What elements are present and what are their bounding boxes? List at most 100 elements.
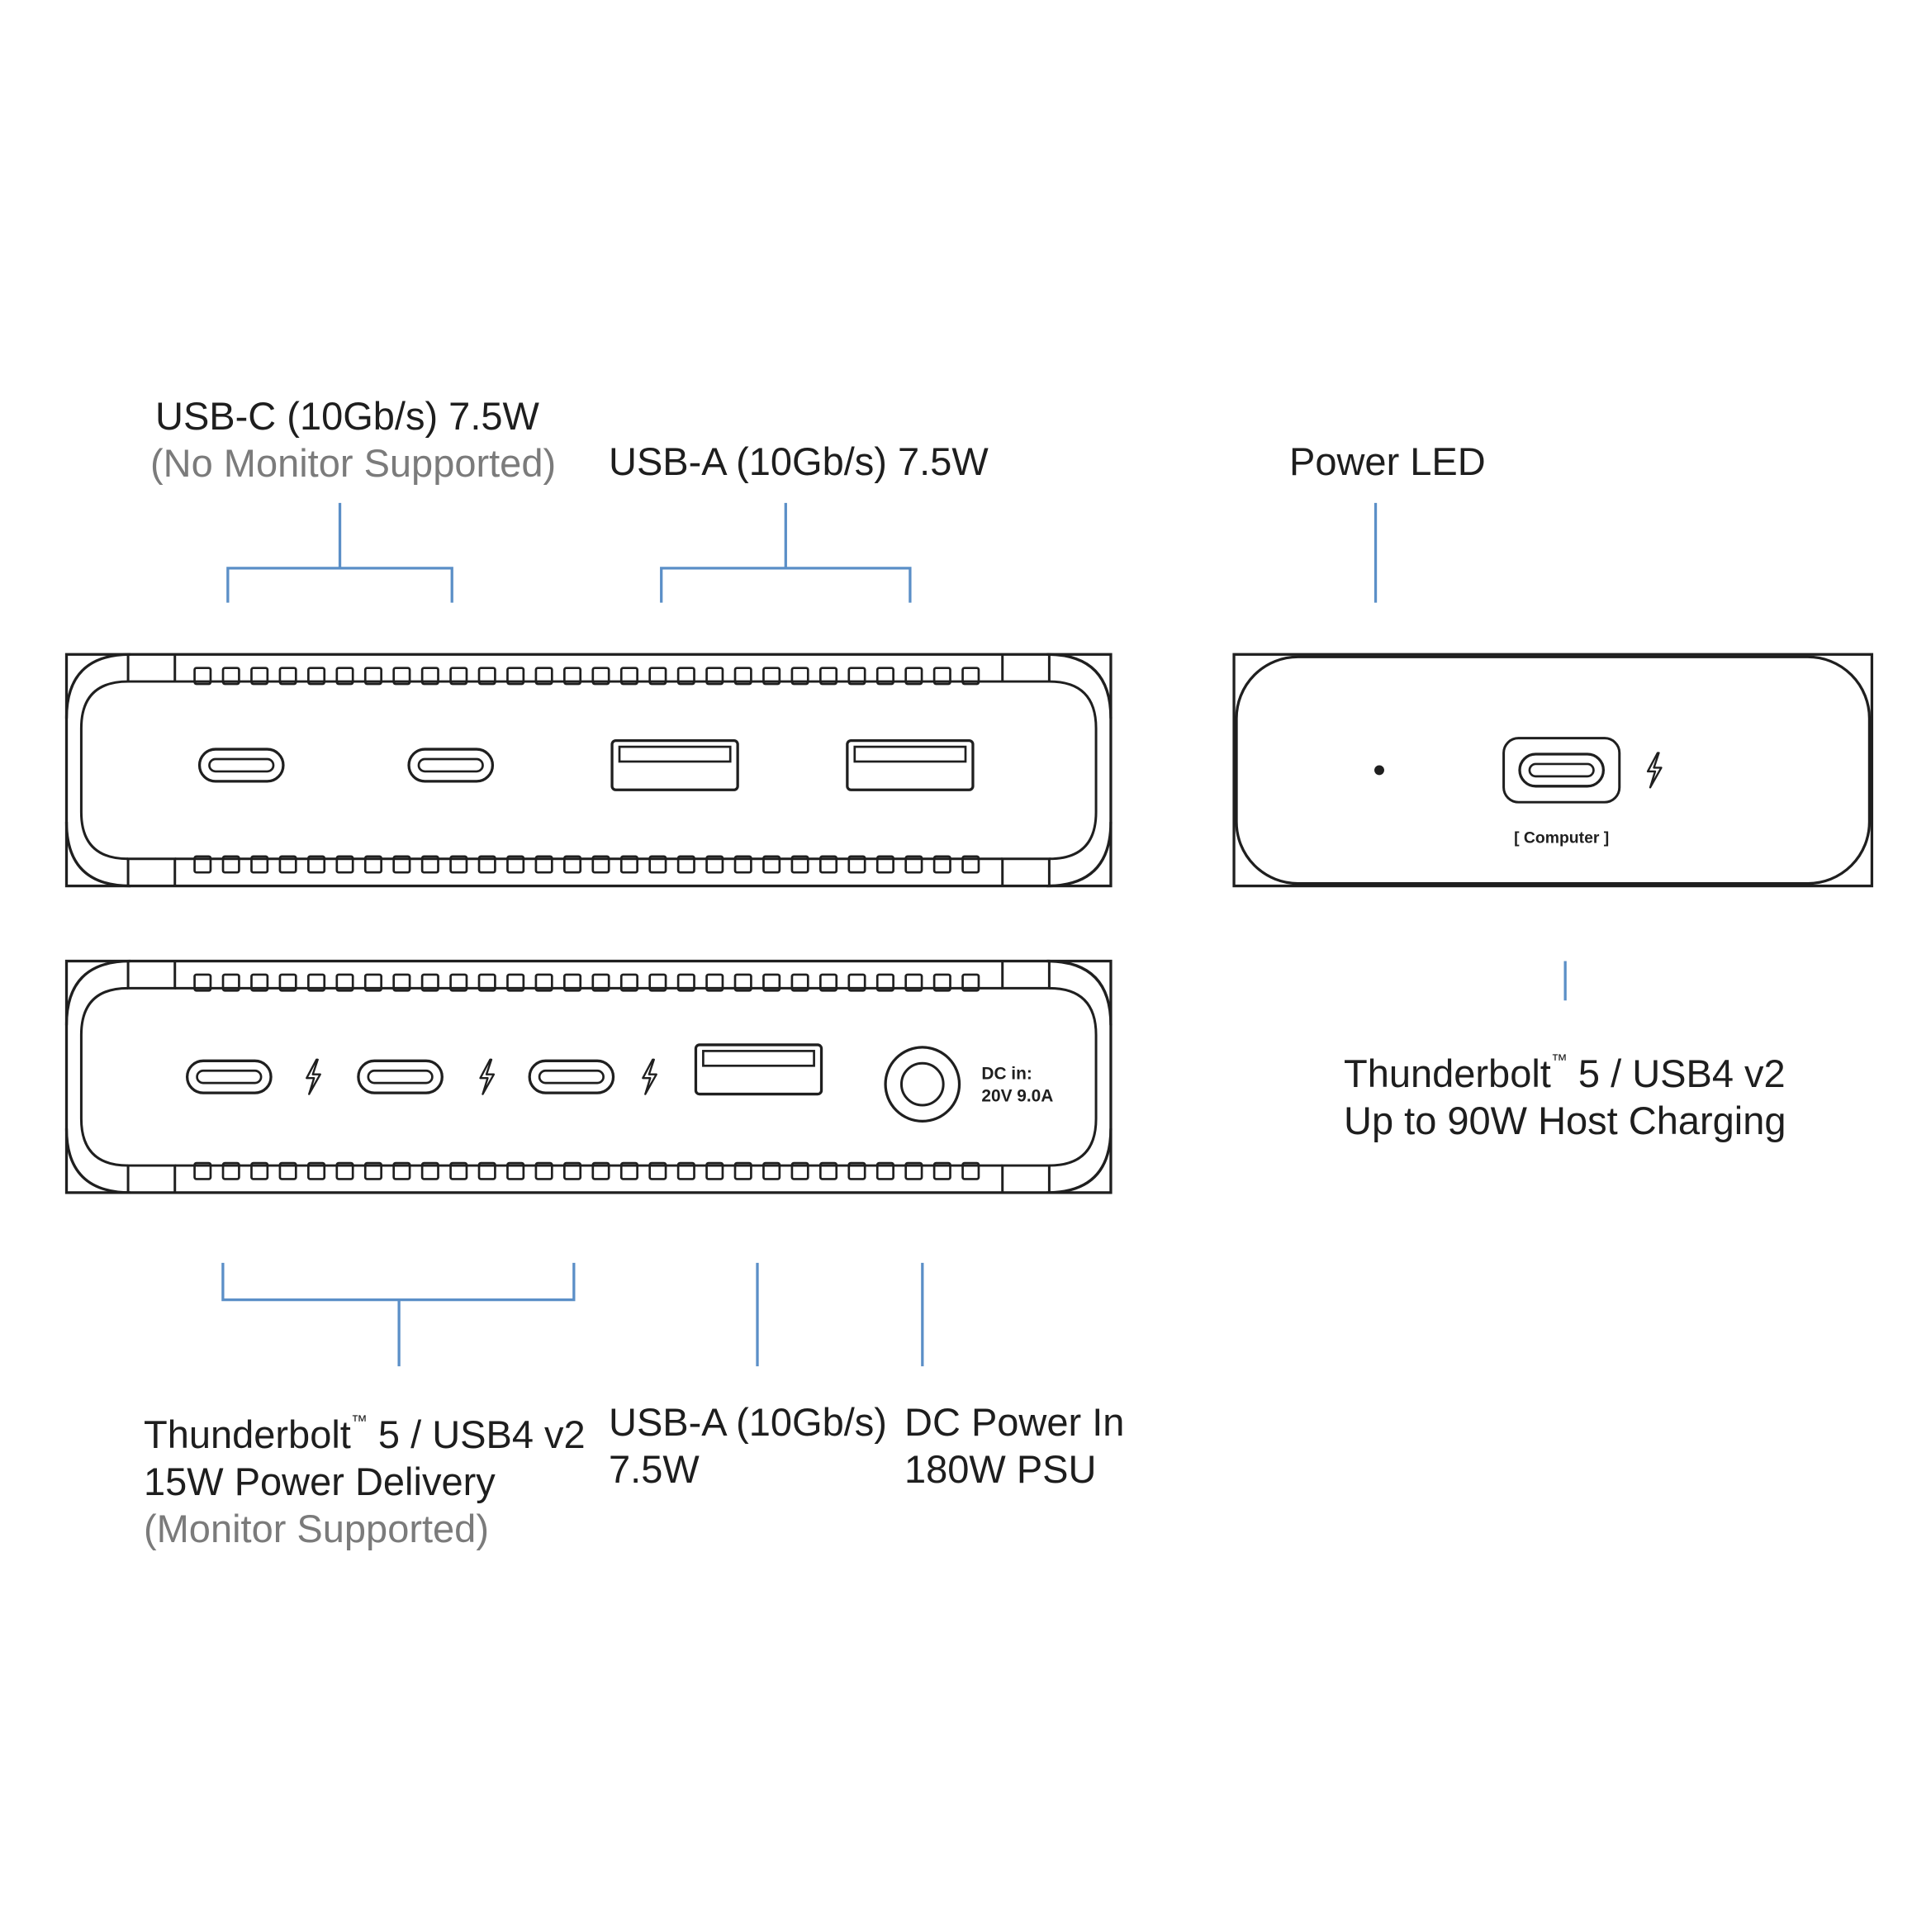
vent-slot	[648, 1161, 667, 1180]
vent-slots-back-top	[193, 973, 980, 992]
vent-slot	[932, 1161, 951, 1180]
vent-slot	[762, 667, 781, 686]
vent-slot	[790, 855, 809, 874]
dc-in-label: DC in:	[981, 1065, 1032, 1084]
vent-slot	[420, 855, 439, 874]
vent-slot	[563, 667, 582, 686]
usbc-top-label-line2: (No Monitor Supported)	[150, 441, 557, 485]
leader-usbc-top	[226, 502, 453, 603]
vent-slots-back-bottom	[193, 1161, 980, 1180]
vent-slot	[335, 855, 354, 874]
thunderbolt-computer-port[interactable]	[1518, 752, 1606, 788]
thunderbolt-port[interactable]	[357, 1059, 444, 1094]
usb-c-port[interactable]	[197, 748, 285, 783]
vent-slot	[591, 1161, 610, 1180]
usbc-top-label: USB-C (10Gb/s) 7.5W (No Monitor Supporte…	[150, 392, 556, 487]
usb-a-port[interactable]	[610, 738, 739, 791]
vent-slot	[762, 855, 781, 874]
vent-slot	[932, 973, 951, 992]
vent-slot	[676, 1161, 695, 1180]
power-led-label-line1: Power LED	[1289, 439, 1486, 483]
vent-slot	[619, 1161, 638, 1180]
vent-slot	[193, 1161, 212, 1180]
vent-slot	[619, 667, 638, 686]
device-back: DC in: 20V 9.0A	[64, 959, 1113, 1194]
vent-slot	[420, 667, 439, 686]
vent-slot	[278, 667, 297, 686]
leader-tb-downstream	[221, 1262, 576, 1367]
tb-host-label-line2: Up to 90W Host Charging	[1344, 1099, 1786, 1142]
vent-slot	[819, 667, 838, 686]
vent-slot	[335, 973, 354, 992]
vent-slot	[534, 667, 553, 686]
vent-slot	[221, 667, 240, 686]
tb-downstream-label: Thunderbolt™ 5 / USB4 v2 15W Power Deliv…	[144, 1398, 586, 1552]
vent-slot	[506, 973, 525, 992]
power-led-indicator	[1374, 765, 1384, 776]
vent-slot	[961, 855, 980, 874]
vent-slot	[477, 667, 496, 686]
vent-slot	[278, 1161, 297, 1180]
vent-slot	[591, 667, 610, 686]
vent-slot	[420, 973, 439, 992]
usb-a-port[interactable]	[846, 738, 975, 791]
vent-slot	[591, 973, 610, 992]
vent-slot	[449, 667, 468, 686]
vent-slot	[961, 667, 980, 686]
vent-slot	[278, 973, 297, 992]
vent-slot	[449, 973, 468, 992]
computer-port-label: [ Computer ]	[1514, 828, 1609, 847]
computer-port-bezel	[1502, 737, 1621, 804]
vent-slot	[193, 855, 212, 874]
vent-slot	[250, 667, 269, 686]
vent-slot	[420, 1161, 439, 1180]
vent-slot	[904, 1161, 923, 1180]
thunderbolt-port[interactable]	[528, 1059, 615, 1094]
thunderbolt-icon	[642, 1058, 657, 1095]
usb-a-port[interactable]	[694, 1043, 823, 1096]
vent-slot	[676, 667, 695, 686]
device-side: [ Computer ]	[1232, 653, 1874, 888]
vent-slot	[392, 973, 411, 992]
vent-slot	[534, 973, 553, 992]
usba-top-label-line1: USB-A (10Gb/s) 7.5W	[609, 439, 989, 483]
vent-slots-front-bottom	[193, 855, 980, 874]
vent-slot	[733, 667, 752, 686]
vent-slot	[790, 973, 809, 992]
vent-slot	[307, 855, 326, 874]
vent-slot	[819, 973, 838, 992]
tb-downstream-label-line3: (Monitor Supported)	[144, 1507, 489, 1550]
vent-slot	[705, 973, 724, 992]
vent-slot	[534, 855, 553, 874]
thunderbolt-port[interactable]	[186, 1059, 273, 1094]
vent-slot	[278, 855, 297, 874]
usba-top-label: USB-A (10Gb/s) 7.5W	[609, 438, 989, 485]
vent-slot	[847, 855, 866, 874]
vent-slot	[705, 667, 724, 686]
dc-power-label: DC Power In 180W PSU	[904, 1398, 1124, 1493]
vent-slot	[250, 1161, 269, 1180]
vent-slot	[790, 667, 809, 686]
power-led-label: Power LED	[1289, 438, 1486, 485]
vent-slot	[449, 855, 468, 874]
vent-slot	[705, 855, 724, 874]
vent-slot	[733, 855, 752, 874]
vent-slot	[506, 855, 525, 874]
vent-slot	[904, 667, 923, 686]
vent-slot	[477, 1161, 496, 1180]
vent-slot	[307, 1161, 326, 1180]
vent-slot	[221, 855, 240, 874]
thunderbolt-icon	[1646, 752, 1663, 789]
usb-c-port[interactable]	[407, 748, 495, 783]
vent-slot	[307, 973, 326, 992]
vent-slot	[648, 855, 667, 874]
vent-slot	[392, 855, 411, 874]
vent-slot	[363, 973, 382, 992]
vent-slot	[392, 667, 411, 686]
device-front	[64, 653, 1113, 888]
vent-slot	[705, 1161, 724, 1180]
vent-slot	[875, 667, 894, 686]
dc-in-jack[interactable]	[884, 1046, 961, 1123]
vent-slot	[307, 667, 326, 686]
